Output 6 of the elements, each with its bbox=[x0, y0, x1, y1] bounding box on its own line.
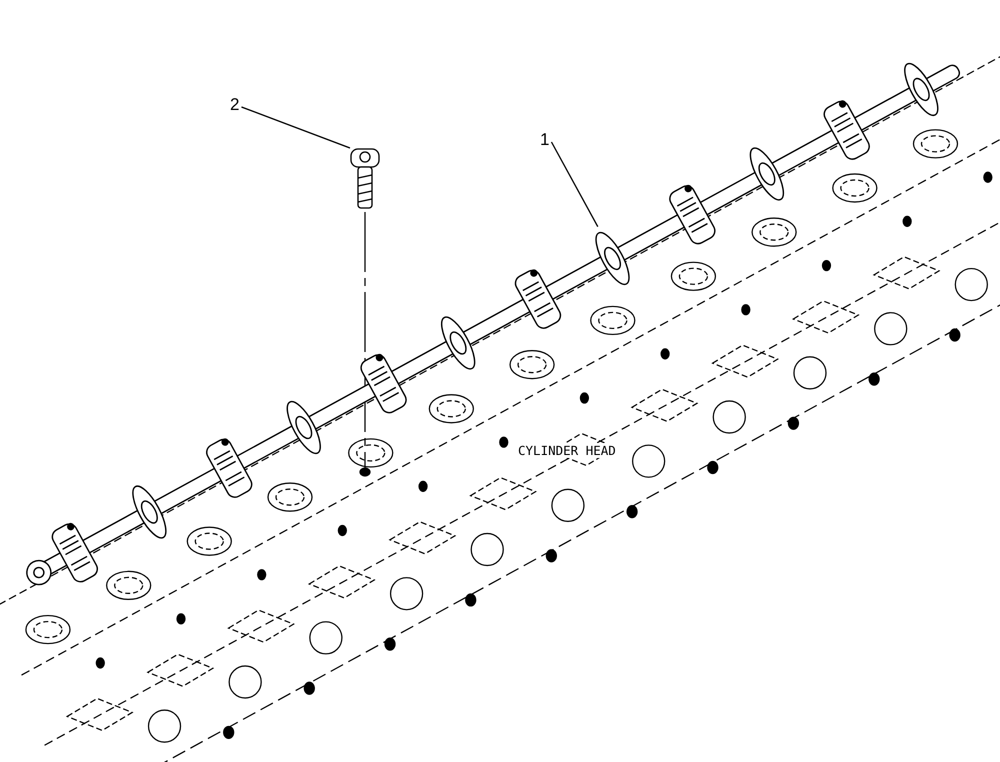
callout-number: 2 bbox=[230, 96, 240, 114]
leader-line bbox=[550, 142, 598, 227]
callout-number: 1 bbox=[540, 131, 550, 149]
leader-line bbox=[241, 106, 350, 149]
bolt-drawing bbox=[350, 148, 380, 210]
part-label: CYLINDER HEAD bbox=[516, 443, 618, 458]
